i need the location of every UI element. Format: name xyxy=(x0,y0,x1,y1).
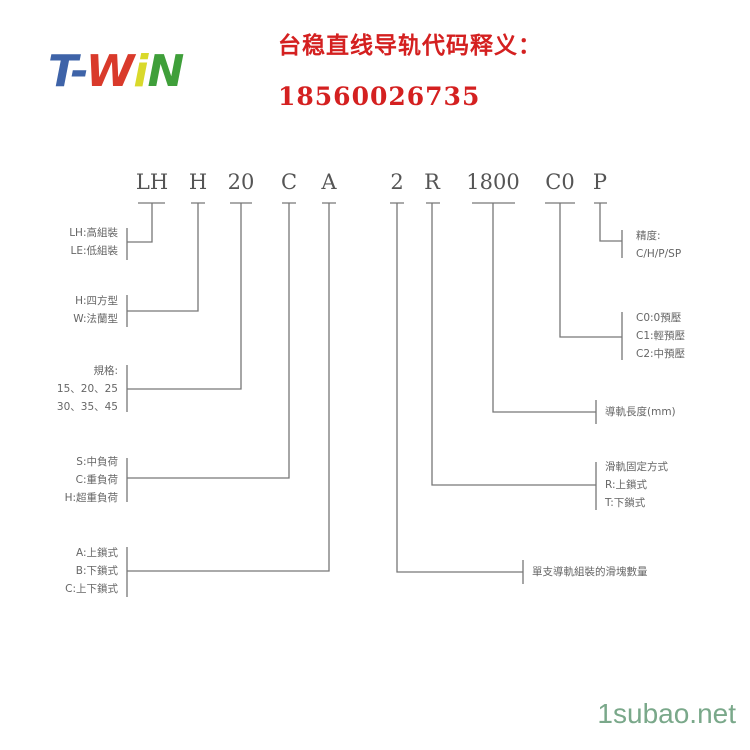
label-line: 精度: xyxy=(636,230,661,242)
label-mount: A:上鎖式 B:下鎖式 C:上下鎖式 xyxy=(65,544,118,598)
code-rail-fix: R xyxy=(424,170,440,194)
label-line: H:四方型 xyxy=(75,295,118,307)
label-line: C2:中預壓 xyxy=(636,348,686,360)
code-size: 20 xyxy=(227,170,255,194)
code-load: C xyxy=(280,170,298,194)
connector-precision xyxy=(599,203,623,258)
label-line: R:上鎖式 xyxy=(605,479,648,491)
label-line: A:上鎖式 xyxy=(75,547,118,559)
connector-lh xyxy=(126,203,153,260)
label-line: LH:高組裝 xyxy=(69,227,118,239)
code-length: 1800 xyxy=(466,170,520,194)
label-line: T:下鎖式 xyxy=(605,497,646,509)
label-line: C0:0預壓 xyxy=(636,312,682,324)
connector-mount xyxy=(126,203,330,597)
label-line: C:重負荷 xyxy=(75,474,118,486)
twin-logo: T-WiN xyxy=(48,46,184,97)
label-line: 規格: xyxy=(93,365,118,377)
label-line: H:超重負荷 xyxy=(64,492,118,504)
label-line: 15、20、25 xyxy=(56,383,118,395)
label-lh: LH:高組裝 LE:低組裝 xyxy=(69,224,118,260)
label-qty: 單支導軌組裝的滑塊數量 xyxy=(532,563,648,581)
label-line: C1:輕預壓 xyxy=(636,330,686,342)
page-title: 台稳直线导轨代码释义： xyxy=(278,32,542,59)
label-preload: C0:0預壓 C1:輕預壓 C2:中預壓 xyxy=(636,309,685,363)
label-line: 導軌長度(mm) xyxy=(605,406,676,418)
label-h: H:四方型 W:法蘭型 xyxy=(73,292,118,328)
label-line: 滑軌固定方式 xyxy=(605,461,668,473)
label-size: 規格: 15、20、25 30、35、45 xyxy=(57,362,118,416)
label-rail-fix: 滑軌固定方式 R:上鎖式 T:下鎖式 xyxy=(605,458,668,512)
connector-size xyxy=(126,203,242,412)
label-load: S:中負荷 C:重負荷 H:超重負荷 xyxy=(65,453,118,507)
label-line: C/H/P/SP xyxy=(636,248,682,260)
connector-load xyxy=(126,203,290,502)
label-precision: 精度: C/H/P/SP xyxy=(636,227,681,263)
label-length: 導軌長度(mm) xyxy=(605,403,676,421)
connector-rail-fix xyxy=(431,203,597,510)
label-line: 單支導軌組裝的滑塊數量 xyxy=(532,566,648,578)
label-line: LE:低組裝 xyxy=(70,245,118,257)
code-qty: 2 xyxy=(390,170,404,194)
code-h: H xyxy=(188,170,208,194)
label-line: W:法蘭型 xyxy=(73,313,118,325)
label-line: S:中負荷 xyxy=(76,456,118,468)
connector-preload xyxy=(559,203,623,360)
connector-length xyxy=(492,203,597,424)
label-line: C:上下鎖式 xyxy=(65,583,118,595)
connector-h xyxy=(126,203,199,327)
code-lh: LH xyxy=(135,170,169,194)
label-line: B:下鎖式 xyxy=(75,565,118,577)
watermark: 1subao.net xyxy=(597,698,736,729)
phone-number: 18560026735 xyxy=(278,82,481,111)
code-preload: C0 xyxy=(545,170,575,194)
code-mount: A xyxy=(321,170,337,194)
connector-qty xyxy=(396,203,524,584)
code-precision: P xyxy=(592,170,608,194)
label-line: 30、35、45 xyxy=(56,401,118,413)
